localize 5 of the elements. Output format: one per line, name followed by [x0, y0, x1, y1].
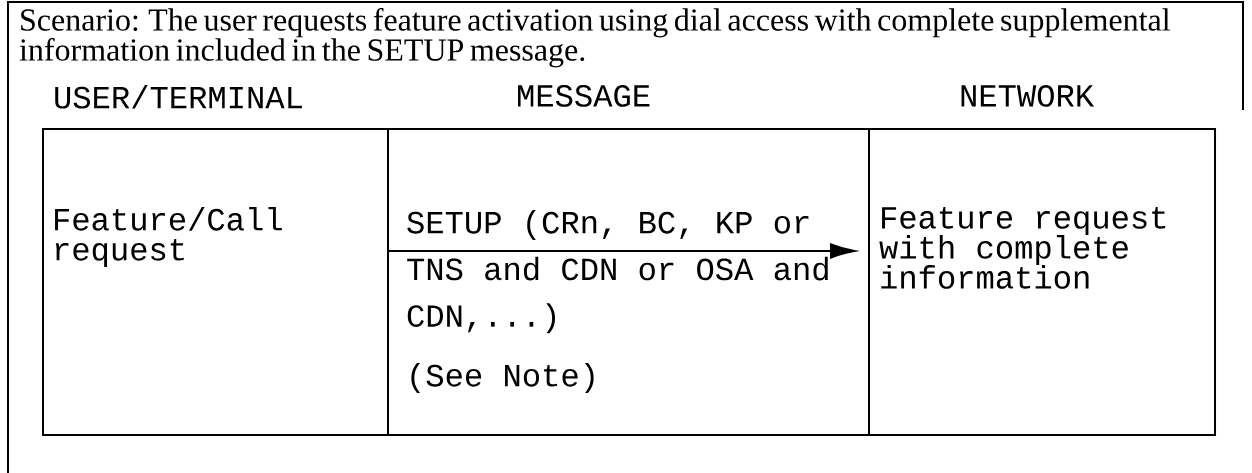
edge-label: SETUP (CRn, BC, KP or TNS and CDN or OSA and CDN,...)	[407, 210, 828, 334]
table-cell: Feature/Call request	[42, 128, 389, 436]
scenario-text: Scenario: The user requests feature activation using dial access with complete supplemental information included in the SETUP message.	[19, 8, 1170, 68]
table-cell: Feature request with complete information	[868, 128, 1216, 436]
column-label: MESSAGE	[518, 85, 650, 107]
